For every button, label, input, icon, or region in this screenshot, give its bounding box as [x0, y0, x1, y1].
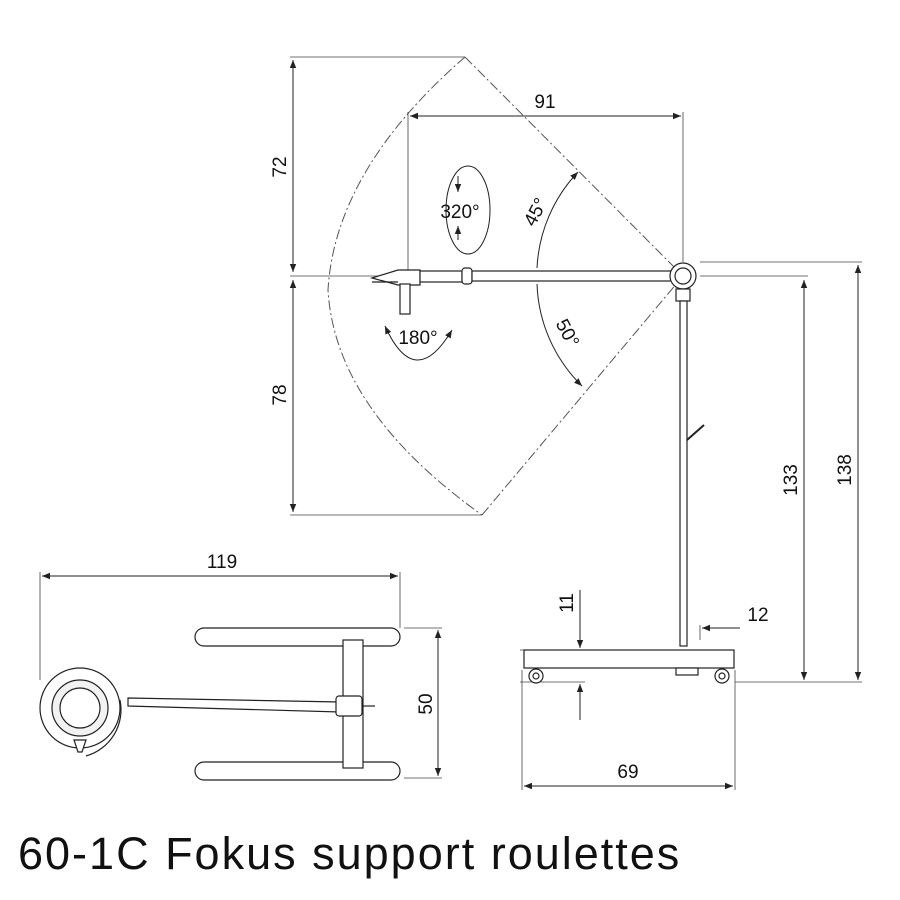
top-view	[39, 627, 401, 781]
angle-head-rotation: 320°	[440, 202, 479, 223]
base-foot	[675, 667, 699, 676]
dim-pole-offset: 12	[747, 605, 768, 626]
dim-base-width: 69	[617, 762, 638, 783]
hook	[686, 424, 705, 441]
pivot-bracket	[675, 288, 691, 302]
top-arm	[127, 697, 341, 713]
angle-tilt-down: 50°	[551, 316, 583, 351]
pole	[679, 300, 688, 647]
dim-base-height: 11	[557, 593, 578, 613]
product-caption: 60-1C Fokus support roulettes	[18, 828, 682, 879]
arm-segment-1	[419, 270, 463, 283]
top-leg-upper	[194, 627, 401, 647]
top-clamp	[335, 695, 363, 717]
extension-lines-top	[39, 572, 442, 779]
dim-arm-length: 91	[534, 92, 555, 113]
dim-height-below: 78	[270, 384, 291, 405]
lamp-head	[369, 269, 421, 286]
extension-lines	[290, 56, 862, 790]
dim-total-height: 138	[835, 454, 856, 486]
lamp-side-view	[369, 262, 735, 684]
dimension-lines-top	[42, 572, 442, 776]
dim-top-length: 119	[207, 552, 237, 573]
dim-top-depth: 50	[416, 693, 437, 714]
dim-base-to-arm: 133	[781, 464, 802, 496]
base	[523, 649, 735, 669]
lamp-neck	[399, 283, 411, 315]
angle-arcs	[384, 165, 583, 387]
reach-envelope	[327, 56, 684, 516]
dimension-lines-side	[289, 60, 862, 790]
swivel-arc	[384, 325, 453, 361]
dim-height-above: 72	[270, 156, 291, 177]
top-leg-lower	[194, 761, 401, 781]
arm-segment-2	[471, 270, 673, 282]
angle-tilt-up: 45°	[520, 195, 552, 230]
arm-joint	[461, 267, 473, 285]
tilt-up-arc	[536, 171, 579, 269]
tilt-down-arc	[536, 283, 583, 387]
rotation-ellipse	[445, 165, 491, 255]
angle-swivel: 180°	[398, 328, 437, 349]
